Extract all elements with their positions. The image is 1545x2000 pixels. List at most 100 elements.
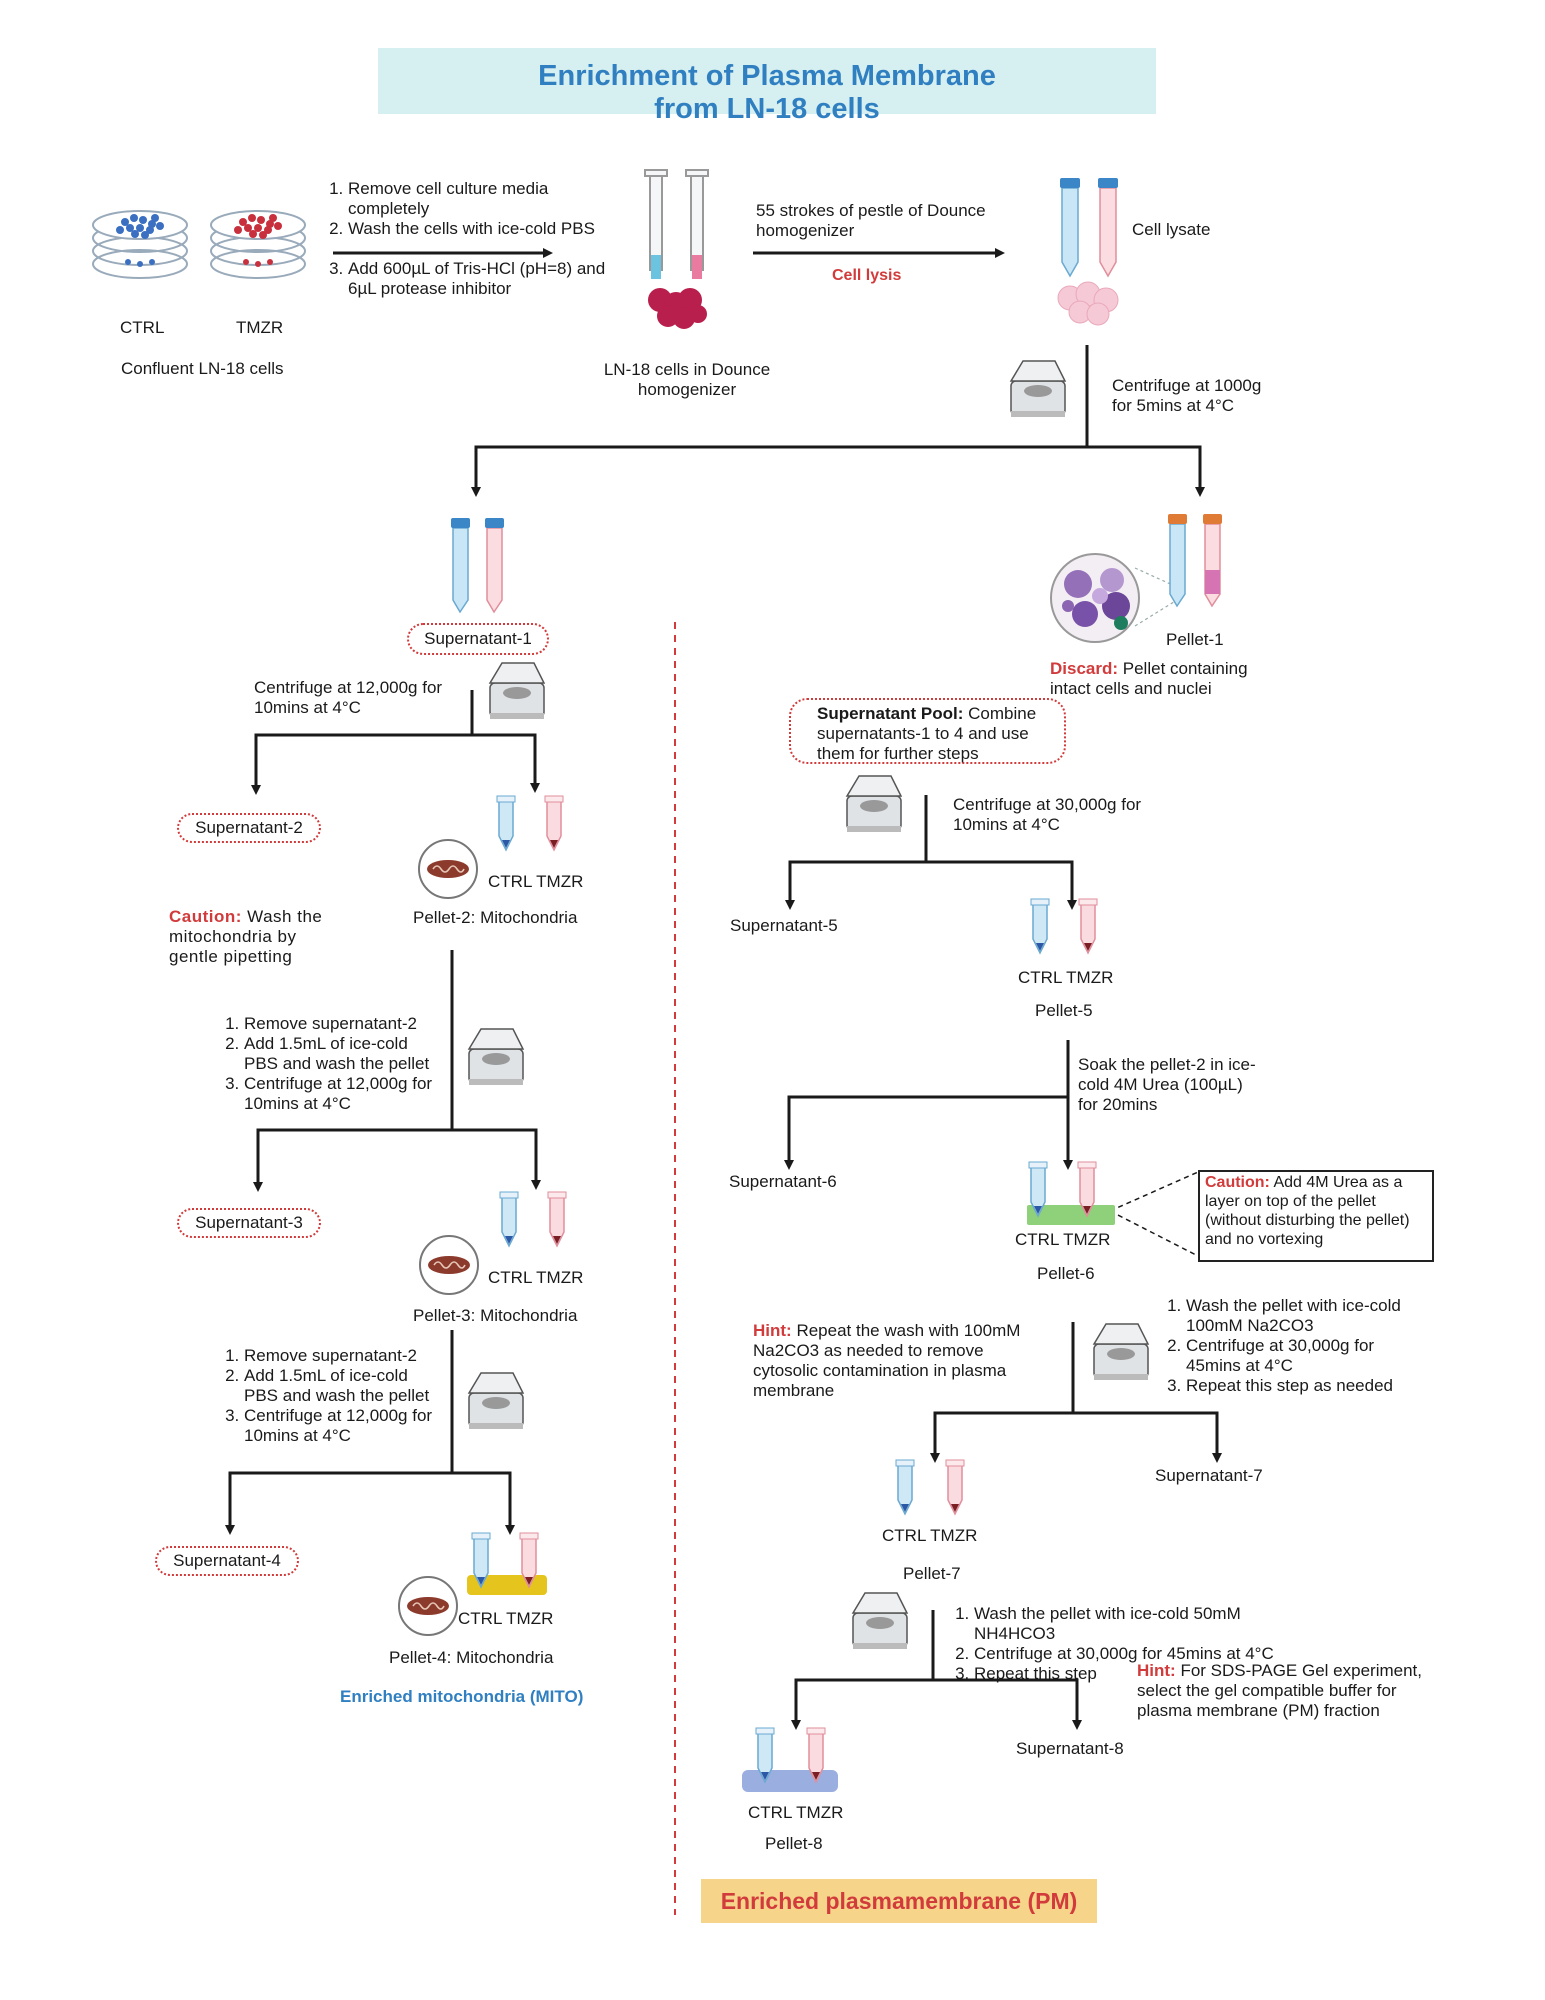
step7-item-1: Wash the pellet with ice-cold 100mM Na2C… [1186,1296,1420,1336]
step7-list: Wash the pellet with ice-cold 100mM Na2C… [1164,1296,1420,1396]
tmzr-dish-icon [210,210,306,279]
centrifuge-2-text: Centrifuge at 12,000g for 10mins at 4°C [254,678,443,717]
caution-2-text: Add 4M Urea as a layer on top of the pel… [1205,1174,1410,1248]
supernatant-5-label: Supernatant-5 [730,916,838,935]
lysate-label: Cell lysate [1132,220,1211,239]
hint-1: Hint: Repeat the wash with 100mM Na2CO3 … [753,1321,1053,1401]
ctrl-dish-label: CTRL [120,318,165,337]
enriched-pm-banner [701,1879,1097,1923]
step1-item-1: Remove cell culture media completely [348,179,611,219]
step4-list: Remove supernatant-2 Add 1.5mL of ice-co… [222,1346,440,1446]
cell-lysis-label: Cell lysis [832,267,902,284]
caution-2-box [1198,1170,1434,1262]
centrifuge-4-icon [468,1372,524,1430]
step4-item-1: Remove supernatant-2 [244,1346,440,1366]
lysate-tubes-icon [1057,178,1119,326]
centrifuge-1-text: Centrifuge at 1000g for 5mins at 4°C [1112,376,1262,415]
lysis-strokes: 55 strokes of pestle of Dounce homogeniz… [756,201,986,240]
pellet-7-tubes-icon [895,1459,965,1515]
pellet-1-label: Pellet-1 [1166,630,1224,649]
pellet-8-label: Pellet-8 [765,1834,823,1853]
mitochondria-3-icon [419,1235,479,1295]
pellet-6-tubes-label: CTRL TMZR [1015,1230,1111,1249]
step3-list: Remove supernatant-2 Add 1.5mL of ice-co… [222,1014,440,1114]
hint-2-word: Hint: [1137,1661,1176,1680]
supernatant-7-label: Supernatant-7 [1155,1466,1263,1485]
hint-1-text: Repeat the wash with 100mM Na2CO3 as nee… [753,1321,1021,1400]
caution-1-word: Caution: [169,907,242,926]
step8-item-1: Wash the pellet with ice-cold 50mM NH4HC… [974,1604,1322,1644]
enriched-mito-label: Enriched mitochondria (MITO) [340,1687,584,1706]
centrifuge-7-icon [1093,1323,1149,1381]
step8-item-3: Repeat this step [974,1664,1322,1684]
step8-item-2: Centrifuge at 30,000g for 45mins at 4°C [974,1644,1322,1664]
nuclei-magnified-icon [1050,553,1140,643]
supernatant-1-pill: Supernatant-1 [407,623,549,655]
pellet-8-tubes-icon [742,1727,838,1792]
soak-text: Soak the pellet-2 in ice-cold 4M Urea (1… [1078,1055,1256,1114]
caution-2: Caution: Add 4M Urea as a layer on top o… [1205,1173,1427,1249]
pellet-5-label: Pellet-5 [1035,1001,1093,1020]
mitochondria-2-icon [418,839,478,899]
caution-1-text: Wash the mitochondria by gentle pipettin… [169,907,323,966]
centrifuge-3-icon [468,1028,524,1086]
hint-2-text: For SDS-PAGE Gel experiment, select the … [1137,1661,1422,1720]
pellet-2-label: Pellet-2: Mitochondria [413,908,578,927]
pellet-8-tubes-label: CTRL TMZR [748,1803,844,1822]
step3-item-3: Centrifuge at 12,000g for 10mins at 4°C [244,1074,440,1114]
centrifuge-5-text: Centrifuge at 30,000g for 10mins at 4°C [953,795,1142,834]
pellet-3-tubes-icon [499,1191,567,1247]
supernatant-6-label: Supernatant-6 [729,1172,837,1191]
ctrl-dish-icon [92,210,188,279]
mitochondria-4-icon [398,1576,458,1636]
step7-item-2: Centrifuge at 30,000g for 45mins at 4°C [1186,1336,1420,1376]
step8-list: Wash the pellet with ice-cold 50mM NH4HC… [952,1604,1322,1684]
centrifuge-8-icon [852,1592,908,1650]
pellet-4-tubes-label: CTRL TMZR [458,1609,554,1628]
hint-1-word: Hint: [753,1321,792,1340]
step4-item-3: Centrifuge at 12,000g for 10mins at 4°C [244,1406,440,1446]
centrifuge-5-icon [846,775,902,833]
step4-item-2: Add 1.5mL of ice-cold PBS and wash the p… [244,1366,440,1406]
pool-text: Combine supernatants-1 to 4 and use them… [817,704,1037,763]
supernatant-8-label: Supernatant-8 [1016,1739,1124,1758]
dounce-homogenizer-icon [644,169,709,329]
pellet-1-discard: Discard: Pellet containing intact cells … [1050,659,1250,699]
pellet-7-tubes-label: CTRL TMZR [882,1526,978,1545]
pellet-7-label: Pellet-7 [903,1564,961,1583]
pellet-4-label: Pellet-4: Mitochondria [389,1648,554,1667]
step7-item-3: Repeat this step as needed [1186,1376,1420,1396]
step1-list: Remove cell culture media completely Was… [326,179,611,299]
caution-1: Caution: Wash the mitochondria by gentle… [169,907,334,967]
pool-word: Supernatant Pool: [817,704,964,723]
caution-2-word: Caution: [1205,1174,1270,1191]
step3-item-1: Remove supernatant-2 [244,1014,440,1034]
pellet-6-label: Pellet-6 [1037,1264,1095,1283]
supernatant-3-pill: Supernatant-3 [177,1208,321,1238]
pellet-5-tubes-label: CTRL TMZR [1018,968,1114,987]
supernatant-pool-box: Supernatant Pool: Combine supernatants-1… [789,698,1066,764]
discard-text: Pellet containing intact cells and nucle… [1050,659,1248,698]
hint-2: Hint: For SDS-PAGE Gel experiment, selec… [1137,1661,1427,1721]
pellet-5-tubes-icon [1030,898,1098,954]
pellet-4-tubes-icon [467,1532,547,1595]
tmzr-dish-label: TMZR [236,318,284,337]
title-banner [378,48,1156,114]
discard-word: Discard: [1050,659,1119,678]
supernatant-2-pill: Supernatant-2 [177,813,321,843]
page-title: Enrichment of Plasma Membrane from LN-18… [538,60,996,125]
pellet-1-tubes-icon [1168,514,1222,608]
pellet-2-tubes-label: CTRL TMZR [488,872,584,891]
enriched-pm-label: Enriched plasmamembrane (PM) [720,1888,1078,1914]
centrifuge-2-icon [489,662,545,720]
pellet-2-tubes-icon [496,795,564,851]
supernatant-4-pill: Supernatant-4 [155,1546,299,1576]
pellet-3-tubes-label: CTRL TMZR [488,1268,584,1287]
step3-item-2: Add 1.5mL of ice-cold PBS and wash the p… [244,1034,440,1074]
pellet-6-tubes-icon [1027,1161,1115,1225]
step1-item-3: Add 600µL of Tris-HCl (pH=8) and 6µL pro… [348,259,611,299]
step1-item-2: Wash the cells with ice-cold PBS [348,219,611,239]
pellet-3-label: Pellet-3: Mitochondria [413,1306,578,1325]
